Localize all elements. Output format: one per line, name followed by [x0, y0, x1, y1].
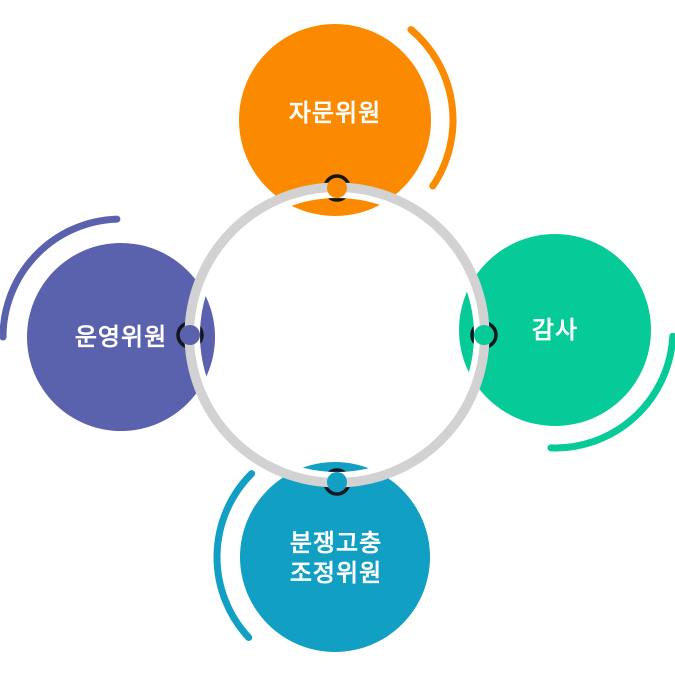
node-label-advisory-committee: 자문위원: [288, 100, 382, 127]
arc-decoration-bottom: [213, 470, 256, 641]
node-circle-top: [239, 24, 431, 216]
center-ring: [184, 182, 490, 488]
arc-decoration-left: [0, 215, 121, 341]
node-circle-left: [27, 243, 215, 431]
connector-dot-right: [474, 325, 494, 345]
arc-decoration-top: [407, 26, 457, 190]
connector-dot-bottom: [327, 472, 347, 492]
node-label-line-2: 조정위원: [289, 560, 383, 587]
node-circle-right: [459, 234, 651, 426]
connector-dot-top: [327, 178, 347, 198]
center-ring-highlight: [194, 192, 480, 478]
node-label-line-1: 분쟁고충: [289, 530, 383, 557]
connector-dot-left: [180, 325, 200, 345]
node-label-dispute-mediation-committee: 분쟁고충 조정위원: [290, 529, 382, 589]
node-label-steering-committee: 운영위원: [74, 324, 168, 351]
arc-decoration-right: [547, 332, 675, 452]
node-label-auditor: 감사: [531, 317, 579, 344]
node-circle-bottom: [240, 462, 430, 652]
